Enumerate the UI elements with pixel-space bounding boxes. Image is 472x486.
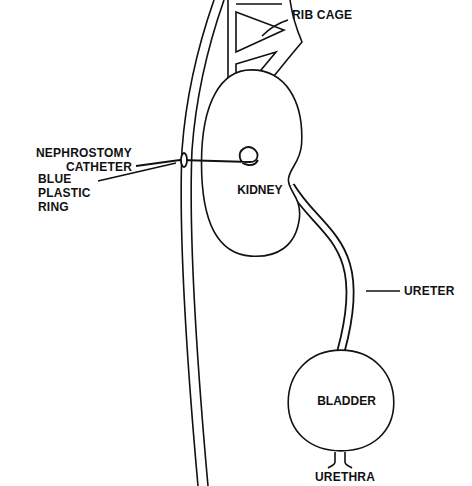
body-outline [181, 0, 214, 486]
part-label: URETHRA [310, 470, 380, 484]
urethra [345, 452, 352, 468]
organ-label: BLADDER [317, 394, 376, 408]
part-label: URETER [404, 284, 470, 298]
bladder-organ: BLADDER [286, 348, 396, 453]
kidney-organ-shape [202, 70, 302, 256]
kidney-organ-outline [196, 68, 306, 258]
urethra [328, 452, 335, 468]
leader-line [366, 290, 400, 292]
rib-cage [236, 3, 282, 5]
kidney-organ: KIDNEY [196, 68, 306, 258]
leader-line [262, 20, 288, 36]
rib-cage [236, 12, 284, 52]
part-label: NEPHROSTOMY CATHETER [4, 146, 132, 174]
part-label: RIB CAGE [292, 8, 392, 22]
part-label: BLUE PLASTIC RING [38, 172, 100, 214]
bladder-organ-shape [288, 350, 394, 451]
organ-label: KIDNEY [237, 183, 282, 197]
body-outline [191, 0, 224, 486]
plastic-ring [181, 153, 187, 167]
